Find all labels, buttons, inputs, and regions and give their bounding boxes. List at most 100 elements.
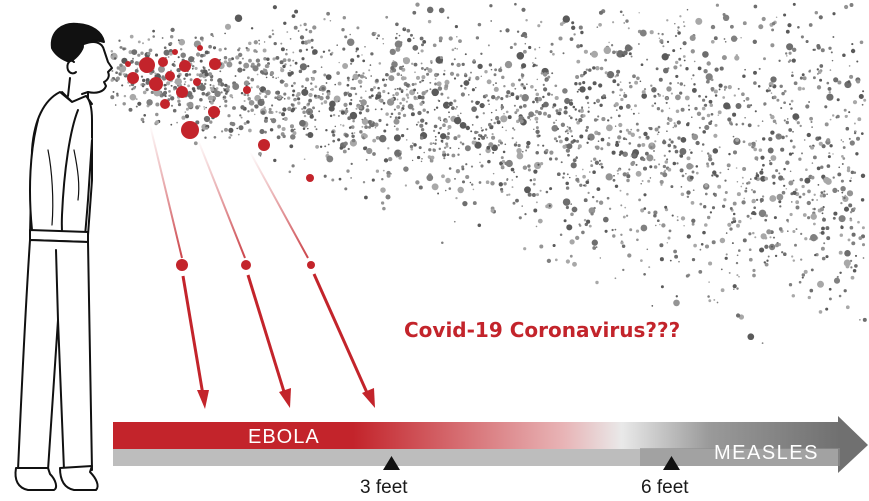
aerosol-particle xyxy=(841,155,844,158)
aerosol-particle xyxy=(275,91,279,95)
aerosol-particle xyxy=(285,53,288,56)
aerosol-particle xyxy=(808,70,811,73)
aerosol-particle xyxy=(604,59,607,62)
aerosol-particle xyxy=(491,136,495,140)
aerosol-particle xyxy=(205,72,209,76)
aerosol-particle xyxy=(129,108,133,112)
aerosol-particle xyxy=(574,82,577,85)
aerosol-particle xyxy=(458,39,462,43)
aerosol-particle xyxy=(290,65,292,67)
aerosol-particle xyxy=(270,118,272,120)
aerosol-particle xyxy=(369,96,372,99)
aerosol-particle xyxy=(572,262,577,267)
aerosol-particle xyxy=(313,70,316,73)
aerosol-particle xyxy=(791,255,793,257)
aerosol-particle xyxy=(847,166,850,169)
aerosol-particle xyxy=(599,160,601,162)
aerosol-particle xyxy=(190,78,193,81)
aerosol-particle xyxy=(387,174,391,178)
aerosol-particle xyxy=(547,259,551,263)
aerosol-particle xyxy=(292,107,296,111)
aerosol-particle xyxy=(429,88,431,90)
aerosol-particle xyxy=(364,146,367,149)
aerosol-particle xyxy=(142,79,145,82)
aerosol-particle xyxy=(669,229,672,232)
aerosol-particle xyxy=(588,68,592,72)
aerosol-particle xyxy=(480,164,483,167)
aerosol-particle xyxy=(366,105,368,107)
aerosol-particle xyxy=(345,133,349,137)
aerosol-particle xyxy=(448,125,452,129)
aerosol-particle xyxy=(388,75,394,81)
aerosol-particle xyxy=(719,84,723,88)
aerosol-particle xyxy=(658,126,661,129)
aerosol-particle xyxy=(609,208,611,210)
aerosol-particle xyxy=(651,87,657,93)
aerosol-particle xyxy=(237,49,240,52)
aerosol-particle xyxy=(520,119,524,123)
aerosol-particle xyxy=(258,40,260,42)
aerosol-particle xyxy=(631,161,635,165)
aerosol-particle xyxy=(825,255,828,258)
aerosol-particle xyxy=(426,67,429,70)
aerosol-particle xyxy=(375,79,379,83)
aerosol-particle xyxy=(727,163,731,167)
aerosol-particle xyxy=(248,59,252,63)
aerosol-particle xyxy=(690,151,693,154)
aerosol-particle xyxy=(792,59,796,63)
aerosol-particle xyxy=(792,113,799,120)
aerosol-particle xyxy=(819,15,823,19)
aerosol-particle xyxy=(559,140,563,144)
aerosol-particle xyxy=(350,99,352,101)
aerosol-particle xyxy=(458,187,464,193)
aerosol-particle xyxy=(837,98,840,101)
aerosol-particle xyxy=(343,92,347,96)
aerosol-particle xyxy=(732,217,735,220)
aerosol-particle xyxy=(528,46,531,49)
aerosol-particle xyxy=(375,127,377,129)
aerosol-particle xyxy=(773,119,777,123)
aerosol-particle xyxy=(810,121,812,123)
aerosol-particle xyxy=(729,227,732,230)
aerosol-particle xyxy=(845,127,849,131)
aerosol-particle xyxy=(388,92,390,94)
six-feet-label: 6 feet xyxy=(641,477,689,498)
aerosol-particle xyxy=(237,68,242,73)
aerosol-particle xyxy=(273,5,277,9)
aerosol-particle xyxy=(409,85,411,87)
aerosol-particle xyxy=(736,167,738,169)
aerosol-particle xyxy=(619,106,623,110)
aerosol-particle xyxy=(775,255,777,257)
aerosol-particle xyxy=(213,46,214,47)
aerosol-particle xyxy=(713,193,716,196)
aerosol-particle xyxy=(360,99,367,106)
aerosol-particle xyxy=(588,192,590,194)
aerosol-particle xyxy=(786,43,793,50)
aerosol-particle xyxy=(279,112,281,114)
aerosol-particle xyxy=(593,207,595,209)
aerosol-particle xyxy=(771,92,772,93)
aerosol-particle xyxy=(273,159,276,162)
aerosol-particle xyxy=(204,79,206,81)
aerosol-particle xyxy=(821,227,825,231)
aerosol-particle xyxy=(600,147,603,150)
aerosol-particle xyxy=(444,80,449,85)
aerosol-particle xyxy=(553,122,555,124)
aerosol-particle xyxy=(826,193,828,195)
aerosol-particle xyxy=(418,95,422,99)
aerosol-particle xyxy=(680,64,682,66)
aerosol-particle xyxy=(626,215,628,217)
aerosol-particle xyxy=(383,43,384,44)
aerosol-particle xyxy=(488,44,490,46)
aerosol-particle xyxy=(798,158,801,161)
aerosol-particle xyxy=(601,166,604,169)
aerosol-particle xyxy=(792,145,795,148)
aerosol-particle xyxy=(297,92,301,96)
aerosol-particle xyxy=(786,121,789,124)
aerosol-particle xyxy=(752,269,755,272)
aerosol-particle xyxy=(547,76,550,79)
aerosol-particle xyxy=(368,69,370,71)
aerosol-particle xyxy=(580,31,583,34)
aerosol-particle xyxy=(256,85,259,88)
aerosol-particle xyxy=(785,52,787,54)
